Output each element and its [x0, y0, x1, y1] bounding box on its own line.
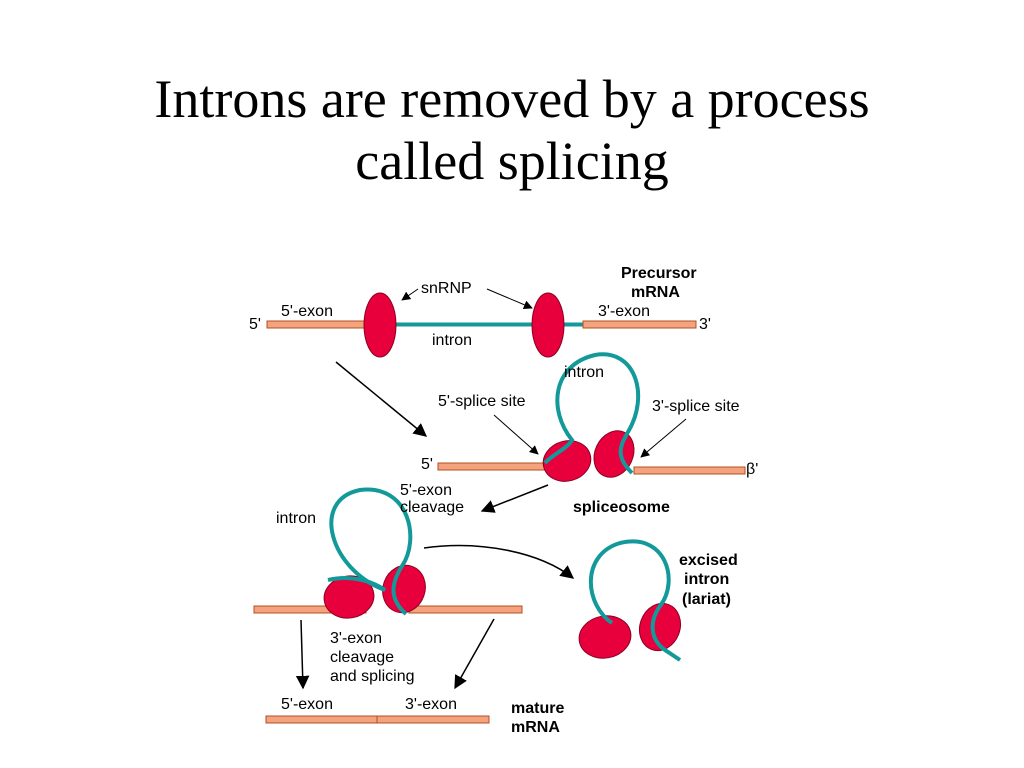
- label-excised-1: excised: [679, 552, 738, 569]
- snrnp-right: [531, 292, 565, 358]
- label-5exon-precursor: 5'-exon: [281, 303, 333, 320]
- arrow-stage3-to-4-left: [295, 619, 310, 690]
- three-exon-bar-3: [408, 605, 523, 614]
- five-exon-bar: [266, 320, 380, 329]
- cleavage-protein-right: [382, 564, 426, 614]
- label-5exon-cleavage-2: cleavage: [400, 499, 464, 516]
- three-exon-bar: [582, 320, 697, 329]
- spliceosome-left: [542, 440, 592, 482]
- intron-loop-3: [327, 487, 413, 616]
- mature-five-exon-bar: [265, 715, 378, 724]
- label-snrnp: snRNP: [421, 280, 472, 297]
- label-intron-precursor: intron: [432, 332, 472, 349]
- label-mature-1: mature: [511, 700, 564, 717]
- label-3prime-precursor: 3': [699, 316, 711, 333]
- label-precursor-1: Precursor: [621, 265, 697, 282]
- pointer-5-splice-site: [493, 414, 539, 455]
- arrow-stage2-to-3: [480, 484, 549, 513]
- arrow-to-lariat: [423, 544, 575, 579]
- label-5exon-mature: 5'-exon: [281, 696, 333, 713]
- slide-title: Introns are removed by a process called …: [0, 68, 1024, 192]
- lariat-loop: [588, 539, 682, 662]
- precursor-mrna: 5' 5'-exon snRNP intron 3'-exon 3' Precu…: [249, 265, 711, 358]
- label-3-splice-site: 3'-splice site: [652, 398, 740, 415]
- five-exon-bar-2: [437, 462, 551, 471]
- snrnp-left: [363, 292, 397, 358]
- label-5prime-precursor: 5': [249, 316, 261, 333]
- spliceosome-stage: intron 5'-splice site 3'-splice site 5' …: [421, 352, 758, 516]
- cleavage-stage: intron 5'-exon cleavage: [253, 482, 523, 619]
- lariat-protein-left: [578, 615, 632, 659]
- intron-loop-2: [543, 352, 641, 475]
- label-3exon-cleavage-2: cleavage: [330, 649, 394, 666]
- snrnp-pointer-left: [401, 288, 419, 301]
- label-excised-3: (lariat): [682, 591, 731, 608]
- slide-title-line-2: called splicing: [355, 131, 669, 191]
- arrow-stage1-to-2: [335, 361, 428, 437]
- snrnp-pointer-right: [486, 288, 533, 309]
- label-3exon-mature: 3'-exon: [405, 696, 457, 713]
- pointer-3-splice-site: [640, 418, 687, 458]
- mature-mrna: 5'-exon 3'-exon mature mRNA: [265, 696, 564, 736]
- label-mature-2: mRNA: [511, 719, 560, 736]
- label-5exon-cleavage-1: 5'-exon: [400, 482, 452, 499]
- label-3exon-precursor: 3'-exon: [598, 303, 650, 320]
- label-3prime-stage2: β': [746, 461, 758, 478]
- label-excised-2: intron: [684, 571, 729, 588]
- lariat-protein-right: [638, 602, 682, 652]
- label-intron-stage3: intron: [276, 510, 316, 527]
- spliceosome-right: [593, 430, 635, 478]
- label-3exon-cleavage-3: and splicing: [330, 668, 415, 685]
- arrow-stage3-to-4-right: [454, 618, 495, 690]
- label-precursor-2: mRNA: [631, 284, 680, 301]
- excised-lariat: excised intron (lariat): [578, 539, 738, 662]
- mature-three-exon-bar: [376, 715, 490, 724]
- label-5prime-stage2: 5': [421, 456, 433, 473]
- three-exon-bar-2: [633, 466, 746, 475]
- label-spliceosome: spliceosome: [573, 499, 670, 516]
- label-5-splice-site: 5'-splice site: [438, 393, 526, 410]
- slide-title-line-1: Introns are removed by a process: [154, 69, 870, 129]
- label-intron-loop: intron: [564, 364, 604, 381]
- label-3exon-cleavage-1: 3'-exon: [330, 630, 382, 647]
